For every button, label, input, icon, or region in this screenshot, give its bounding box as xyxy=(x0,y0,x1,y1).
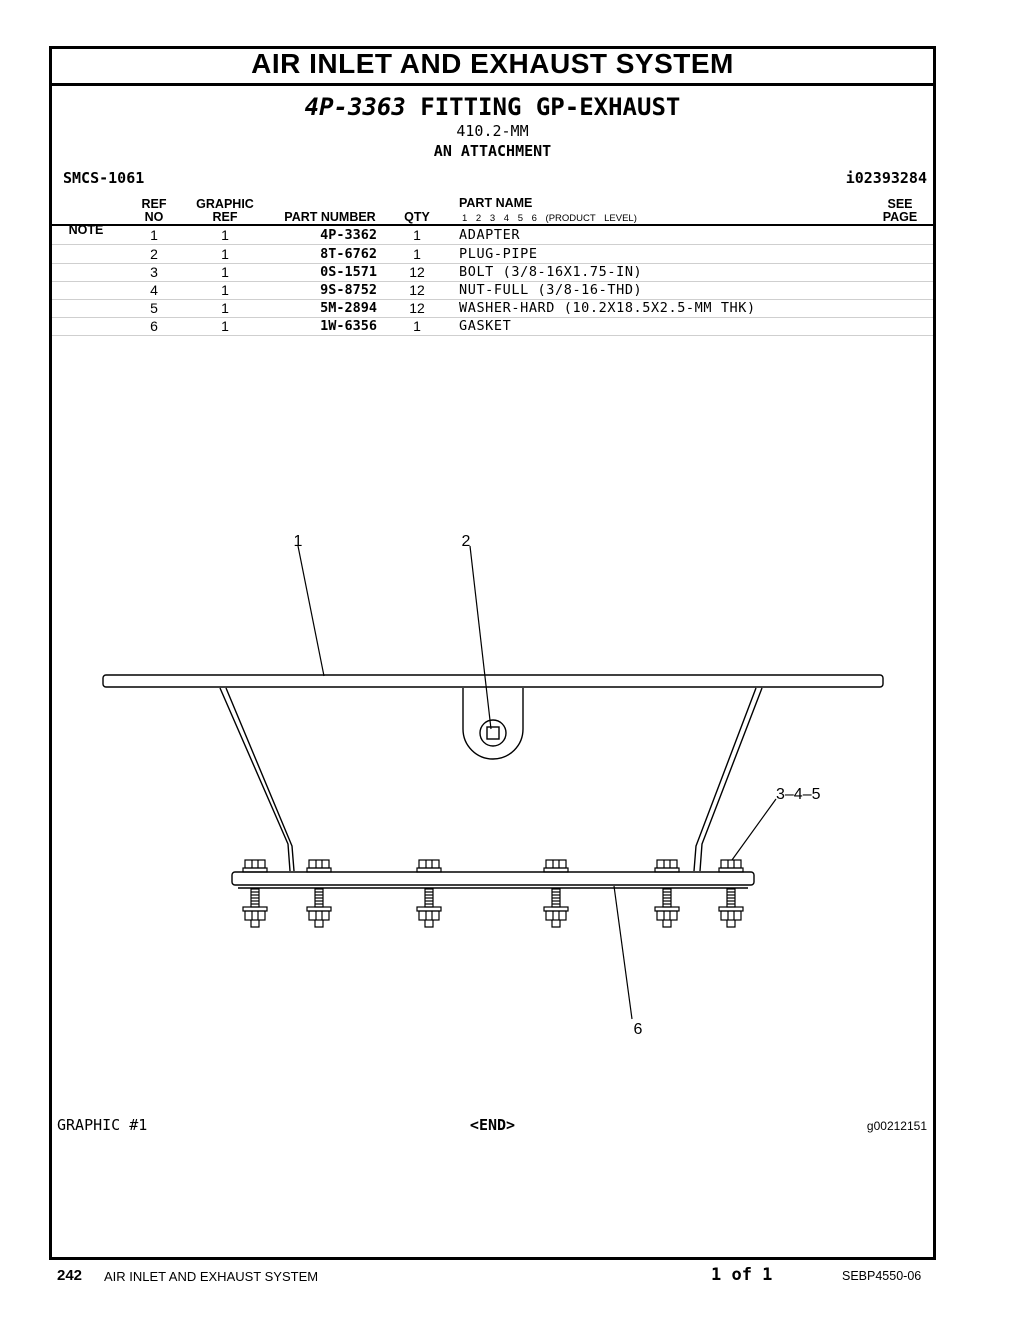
smcs-code: SMCS-1061 xyxy=(63,169,145,187)
adapter-left-wall xyxy=(219,687,291,872)
callout-6: 6 xyxy=(634,1021,643,1038)
footer-section: AIR INLET AND EXHAUST SYSTEM xyxy=(104,1269,319,1284)
illustration-id: i02393284 xyxy=(845,169,927,187)
adapter-flange xyxy=(102,674,884,688)
footer-page-of: 1 of 1 xyxy=(711,1265,773,1285)
section-title: AIR INLET AND EXHAUST SYSTEM xyxy=(251,48,734,79)
gasket xyxy=(231,871,755,886)
bolt-assemblies xyxy=(242,859,744,928)
bolt-assembly xyxy=(718,859,744,928)
plug-boss xyxy=(462,688,524,760)
end-marker: <END> xyxy=(469,1116,516,1134)
graphic-id: g00212151 xyxy=(866,1119,927,1133)
group-name: FITTING GP-EXHAUST xyxy=(420,93,681,121)
bolt-assembly xyxy=(306,859,332,928)
footer-page-number: 242 xyxy=(57,1267,83,1284)
bolt-assembly xyxy=(654,859,680,928)
section-title-bar: AIR INLET AND EXHAUST SYSTEM xyxy=(52,48,933,86)
adapter-right-wall xyxy=(699,687,763,872)
footer-doc-number: SEBP4550-06 xyxy=(842,1269,922,1283)
group-part-number: 4P-3363 xyxy=(304,93,406,121)
group-title: 4P-3363 FITTING GP-EXHAUST xyxy=(52,93,933,121)
graphic-label: GRAPHIC #1 xyxy=(57,1116,148,1134)
bolt-assembly xyxy=(242,859,268,928)
exploded-view-drawing: 1 2 3–4–5 6 xyxy=(102,533,884,1038)
bolt-assembly xyxy=(416,859,442,928)
callout-3-4-5: 3–4–5 xyxy=(776,786,821,803)
plug-pipe xyxy=(479,719,507,747)
callout-1: 1 xyxy=(294,533,303,550)
header-rule xyxy=(52,224,933,226)
callout-leaders xyxy=(297,545,777,1020)
col-header-part-number: PART NUMBER xyxy=(284,210,376,224)
col-header-qty: QTY xyxy=(404,210,430,224)
group-arrangement: AN ATTACHMENT xyxy=(433,142,552,160)
parts-page-frame: AIR INLET AND EXHAUST SYSTEM 4P-3363 FIT… xyxy=(49,46,936,1260)
bolt-assembly xyxy=(543,859,569,928)
product-levels: 1 2 3 4 5 6 (PRODUCT LEVEL) xyxy=(462,213,637,224)
group-size: 410.2-MM xyxy=(456,122,529,140)
col-header-part-name: PART NAME xyxy=(459,196,533,210)
col-header-note: NOTE xyxy=(68,223,104,237)
callout-2: 2 xyxy=(462,533,471,550)
